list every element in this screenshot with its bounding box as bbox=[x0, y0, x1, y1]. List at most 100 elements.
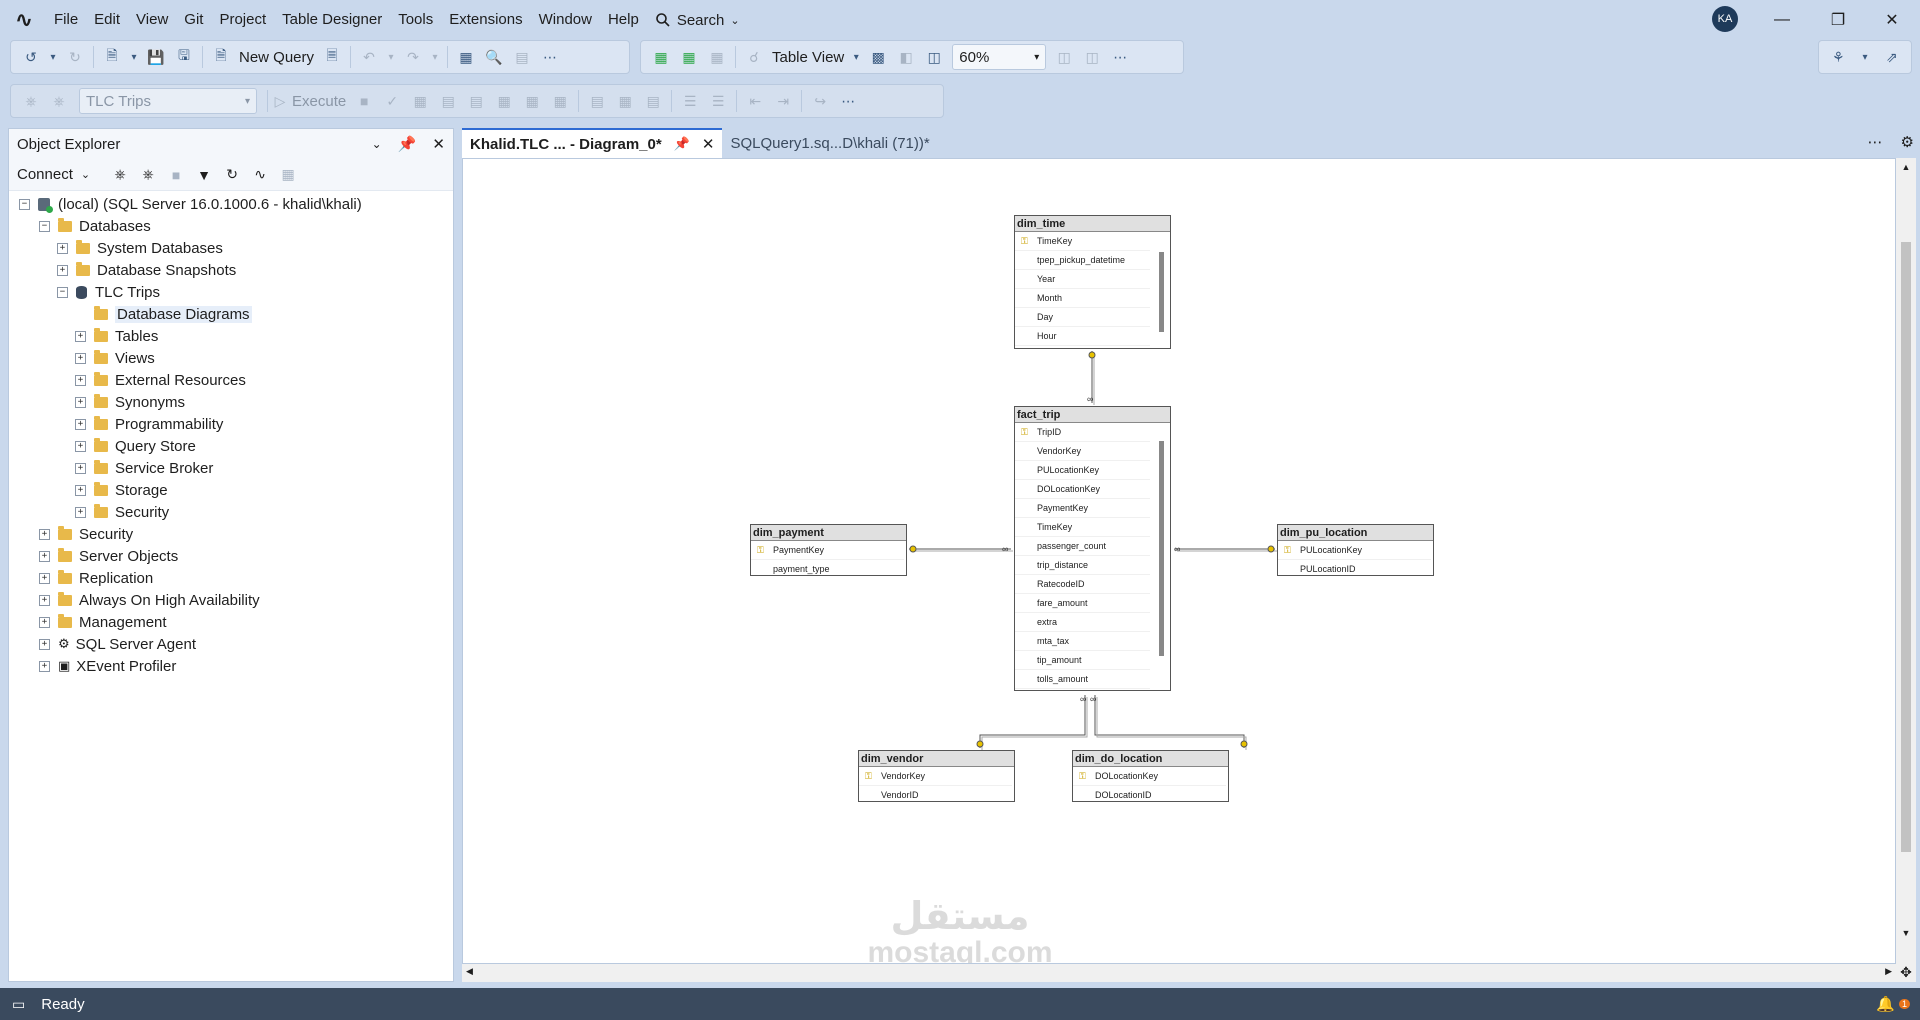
tree-item[interactable]: −TLC Trips bbox=[57, 281, 160, 303]
close-icon[interactable]: ✕ bbox=[701, 136, 715, 153]
delete-table-icon[interactable]: ▦ bbox=[710, 48, 724, 65]
menu-edit[interactable]: Edit bbox=[94, 11, 121, 28]
tree-item[interactable]: +Management bbox=[39, 611, 167, 633]
execute-button[interactable]: Execute bbox=[292, 92, 347, 110]
tree-item[interactable]: −(local) (SQL Server 16.0.1000.6 - khali… bbox=[19, 193, 362, 215]
table-column[interactable]: tolls_amount bbox=[1015, 670, 1150, 689]
expand-icon[interactable]: + bbox=[75, 484, 86, 496]
close-icon[interactable]: ✕ bbox=[432, 136, 445, 153]
comment-icon[interactable]: ☰ bbox=[683, 92, 697, 109]
table-column[interactable]: ⚿VendorKey bbox=[859, 767, 1012, 786]
tab-diagram[interactable]: Khalid.TLC ... - Diagram_0* 📌 ✕ bbox=[462, 128, 723, 158]
tree-item[interactable]: +System Databases bbox=[57, 237, 223, 259]
actual-plan-icon[interactable]: ▦ bbox=[497, 92, 511, 109]
menu-git[interactable]: Git bbox=[184, 11, 204, 28]
filter-icon[interactable]: ▼ bbox=[197, 166, 212, 183]
menu-tools[interactable]: Tools bbox=[398, 11, 434, 28]
expand-icon[interactable]: + bbox=[75, 352, 86, 364]
scroll-right-icon[interactable]: ▶ bbox=[1885, 966, 1892, 976]
estimated-plan-icon[interactable]: ▦ bbox=[413, 92, 427, 109]
increase-indent-icon[interactable]: ⇥ bbox=[777, 92, 790, 109]
table-column[interactable]: DOLocationKey bbox=[1015, 480, 1150, 499]
menu-project[interactable]: Project bbox=[219, 11, 267, 28]
table-column[interactable]: Year bbox=[1015, 270, 1150, 289]
relationships-icon[interactable]: ☌ bbox=[749, 48, 759, 65]
scroll-down-icon[interactable]: ▼ bbox=[1901, 928, 1911, 938]
tree-item[interactable]: Database Diagrams bbox=[75, 303, 252, 325]
expand-icon[interactable]: + bbox=[75, 440, 86, 452]
stop-icon[interactable]: ■ bbox=[359, 93, 369, 109]
disconnect-icon[interactable]: ⎈ bbox=[53, 92, 65, 109]
tab-sqlquery[interactable]: SQLQuery1.sq...D\khali (71))* bbox=[722, 128, 937, 158]
parse-icon[interactable]: ✓ bbox=[386, 92, 399, 109]
arrange-selection-icon[interactable]: ◧ bbox=[899, 48, 913, 65]
tree-item[interactable]: +Server Objects bbox=[39, 545, 178, 567]
expand-icon[interactable]: + bbox=[75, 506, 86, 518]
tree-item[interactable]: +External Resources bbox=[75, 369, 246, 391]
expand-icon[interactable]: + bbox=[75, 330, 86, 342]
results-grid-icon[interactable]: ▦ bbox=[618, 92, 632, 109]
scroll-left-icon[interactable]: ◀ bbox=[466, 966, 473, 976]
chevron-down-icon[interactable]: ▾ bbox=[131, 51, 137, 63]
table-column[interactable]: ⚿TimeKey bbox=[1015, 232, 1150, 251]
table-column[interactable]: DOLocationID bbox=[1073, 786, 1226, 801]
tree-item[interactable]: +Always On High Availability bbox=[39, 589, 260, 611]
arrange-tables-icon[interactable]: ◫ bbox=[927, 48, 941, 65]
overflow-icon[interactable]: ⋯ bbox=[1867, 134, 1883, 151]
table-column[interactable]: VendorKey bbox=[1015, 442, 1150, 461]
chevron-down-icon[interactable]: ▾ bbox=[50, 51, 56, 63]
save-icon[interactable]: 💾 bbox=[147, 48, 165, 65]
chevron-down-icon[interactable]: ▾ bbox=[432, 51, 438, 63]
vertical-scrollbar[interactable]: ▲ ▼ bbox=[1896, 158, 1916, 964]
table-title[interactable]: dim_payment bbox=[751, 525, 906, 541]
autosize-icon[interactable]: ◫ bbox=[1057, 48, 1071, 65]
uncomment-icon[interactable]: ☰ bbox=[711, 92, 725, 109]
overflow-icon[interactable]: ⋯ bbox=[1113, 48, 1128, 65]
expand-icon[interactable]: + bbox=[39, 572, 50, 584]
tree-item[interactable]: +⚙SQL Server Agent bbox=[39, 633, 196, 655]
find-icon[interactable]: 🔍 bbox=[485, 48, 503, 65]
expand-icon[interactable]: + bbox=[75, 462, 86, 474]
table-column[interactable]: VendorID bbox=[859, 786, 1012, 801]
collapse-icon[interactable]: − bbox=[57, 286, 68, 298]
tree-item[interactable]: +Query Store bbox=[75, 435, 196, 457]
expand-icon[interactable]: + bbox=[57, 264, 68, 276]
menu-window[interactable]: Window bbox=[538, 11, 592, 28]
menu-table-designer[interactable]: Table Designer bbox=[282, 11, 383, 28]
zoom-combo[interactable]: 60% ▾ bbox=[952, 44, 1047, 70]
table-column[interactable]: improvement_surcharge bbox=[1015, 689, 1150, 690]
scroll-up-icon[interactable]: ▲ bbox=[1901, 162, 1911, 172]
back-icon[interactable]: ↺ bbox=[25, 48, 37, 65]
tree-item[interactable]: +Views bbox=[75, 347, 155, 369]
table-title[interactable]: dim_do_location bbox=[1073, 751, 1228, 767]
tree-item[interactable]: +Replication bbox=[39, 567, 153, 589]
close-window-button[interactable]: ✕ bbox=[1864, 0, 1920, 40]
table-column[interactable]: extra bbox=[1015, 613, 1150, 632]
activity-monitor-icon[interactable]: 🗏 bbox=[326, 47, 338, 63]
relationship-line[interactable] bbox=[1094, 695, 1245, 748]
expand-icon[interactable]: + bbox=[75, 374, 86, 386]
tree-item[interactable]: +Service Broker bbox=[75, 457, 213, 479]
chevron-down-icon[interactable]: ▾ bbox=[388, 51, 394, 63]
chevron-down-icon[interactable]: ⌄ bbox=[371, 137, 382, 151]
table-column[interactable]: tip_amount bbox=[1015, 651, 1150, 670]
text-annotation-icon[interactable]: ◫ bbox=[1085, 48, 1099, 65]
tree-item[interactable]: +Programmability bbox=[75, 413, 223, 435]
redo-icon[interactable]: ↷ bbox=[407, 48, 419, 65]
connect-plug-icon[interactable]: ⎈ bbox=[114, 166, 126, 182]
pin-icon[interactable]: 📌 bbox=[397, 136, 417, 153]
connect-icon[interactable]: ⎈ bbox=[25, 92, 37, 109]
live-stats-icon[interactable]: ▦ bbox=[525, 92, 539, 109]
tree-item[interactable]: +Tables bbox=[75, 325, 158, 347]
properties-icon[interactable]: ▤ bbox=[515, 48, 529, 65]
table-column[interactable]: Minute bbox=[1015, 346, 1150, 348]
expand-icon[interactable]: + bbox=[39, 528, 50, 540]
query-options-icon[interactable]: ▤ bbox=[441, 92, 455, 109]
horizontal-scrollbar[interactable]: ◀ ▶ bbox=[462, 964, 1896, 982]
refresh-icon[interactable]: ↻ bbox=[226, 166, 238, 182]
table-column[interactable]: TimeKey bbox=[1015, 518, 1150, 537]
table-column[interactable]: Day bbox=[1015, 308, 1150, 327]
disconnect-plug-icon[interactable]: ⎈ bbox=[142, 166, 154, 182]
overflow-icon[interactable]: ⋯ bbox=[543, 48, 558, 65]
